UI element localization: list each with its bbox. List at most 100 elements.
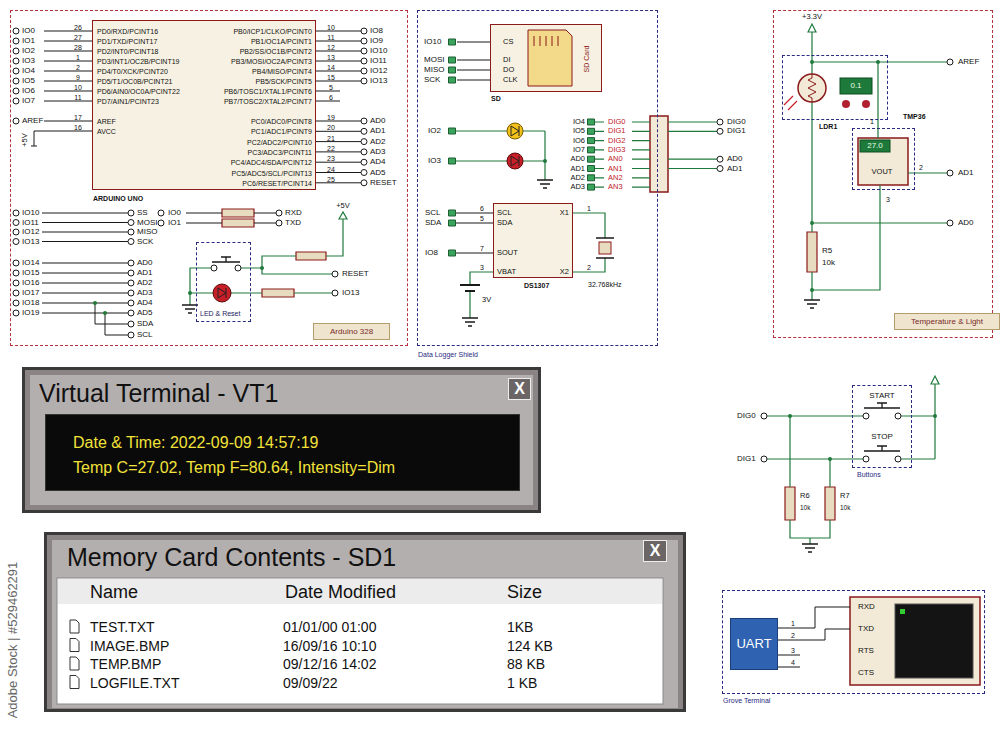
pin-label: 21	[327, 134, 335, 141]
diode-mark	[218, 126, 519, 298]
node-label: DS1307	[524, 282, 549, 290]
pin-label: MISO	[137, 228, 157, 236]
pin-label: AD0	[570, 155, 585, 163]
pin-label: Date Modified	[285, 583, 396, 601]
pin-label: R5	[822, 247, 832, 255]
pin-label: PB5/SCK/PCINT5	[256, 78, 312, 85]
pin-label: PB0/ICP1/CLKO/PCINT0	[233, 28, 312, 35]
pin-label: 1KB	[507, 620, 533, 634]
pin-label: IO13	[370, 77, 387, 85]
pin-label: IO12	[22, 228, 39, 236]
node-label: ARDUINO UNO	[93, 195, 143, 203]
pin-label: 7	[480, 245, 484, 252]
pin-label: 22	[327, 144, 335, 151]
pin-label: AD5	[370, 169, 386, 177]
pin-label: MOSI	[424, 56, 444, 64]
sensor-box: LDR1	[782, 55, 888, 120]
pin-label: 09/09/22	[283, 676, 338, 690]
pin-label: AD2	[570, 174, 585, 182]
pin-label: STOP	[871, 433, 893, 441]
pin-label: RXD	[285, 209, 302, 217]
pin-label: 01/01/00 01:00	[283, 620, 376, 634]
pin-label: DIG0	[608, 118, 626, 126]
pin-label: 09/12/16 14:02	[283, 657, 376, 671]
pin-label: TEMP.BMP	[90, 657, 161, 671]
pin-label: 5	[329, 84, 333, 91]
pin-label: PD6/AIN0/OC0A/PCINT22	[97, 88, 180, 95]
pin-label: 124 KB	[507, 639, 553, 653]
pin-label: +5V	[21, 133, 29, 147]
pin-label: IO7	[22, 97, 35, 105]
pin-label: IO3	[428, 157, 441, 165]
pin-label: IO7	[573, 146, 585, 154]
pin-label: IO2	[428, 127, 441, 135]
pin-label: AN3	[608, 183, 623, 191]
terminal-screen	[895, 604, 973, 678]
window-frame	[23, 368, 540, 512]
window-frame	[45, 533, 685, 711]
pin-label: 20	[327, 124, 335, 131]
pin-label: PC0/ADC0/PCINT8	[251, 118, 312, 125]
pin-label: IO5	[22, 77, 35, 85]
pin-label: SOUT	[497, 249, 518, 257]
pin-label: AREF	[958, 58, 979, 66]
pin-label: 19	[327, 114, 335, 121]
pin-label: IO10	[370, 47, 387, 55]
pin-label: SDA	[497, 219, 512, 227]
pin-label: 23	[327, 155, 335, 162]
node-label: Memory Card Contents - SD1	[67, 543, 396, 572]
pin-label: SCL	[497, 209, 512, 217]
pin-label: PC5/ADC5/SCL/PCINT13	[231, 169, 312, 176]
pin-label: RESET	[370, 179, 397, 187]
pin-label: IO5	[573, 128, 585, 136]
pin-label: LOGFILE.TXT	[90, 676, 179, 690]
display	[840, 78, 872, 94]
node-label: X	[514, 380, 525, 398]
pin-label: X2	[560, 268, 569, 276]
pin-label: 1	[76, 54, 80, 61]
node-label: Grove Terminal	[723, 697, 770, 705]
pin-label: PD4/T0/XCK/PCINT20	[97, 68, 168, 75]
pin-label: DI	[503, 56, 511, 64]
pin-label: RTS	[858, 647, 874, 655]
pin-label: AN0	[608, 155, 623, 163]
pin-label: IO17	[22, 289, 39, 297]
pin-label: IO11	[22, 219, 39, 227]
pin-label: 16	[74, 124, 82, 131]
node-label: TMP36	[903, 113, 926, 121]
pin-label: MISO	[424, 66, 444, 74]
pin-label: AVCC	[97, 128, 116, 135]
pin-label: IO19	[22, 309, 39, 317]
pin-label: 1	[587, 205, 591, 212]
node-label: X	[650, 542, 661, 560]
pin-label: DIG1	[727, 127, 746, 135]
pin-label: IO18	[22, 299, 39, 307]
window-body	[52, 540, 678, 708]
pin-label: 4	[791, 659, 795, 666]
pin-label: IO4	[22, 67, 35, 75]
file-list-panel	[57, 578, 663, 704]
pin-label: IO14	[22, 259, 39, 267]
pin-label: SDA	[137, 320, 153, 328]
pin-label: AD0	[370, 117, 386, 125]
pin-label: PD2/INT0/PCINT18	[97, 48, 158, 55]
pin-label: AD2	[137, 279, 153, 287]
group-box: LED & Reset	[196, 242, 251, 322]
pin-label: Size	[507, 583, 542, 601]
pin-label: 6	[480, 205, 484, 212]
pin-label: IO10	[424, 38, 441, 46]
pin-label: AN1	[608, 165, 623, 173]
pin-label: 6	[329, 94, 333, 101]
chip-body	[92, 20, 316, 190]
sd-card-symbol	[528, 30, 572, 86]
pin-label: PC3/ADC3/PCINT11	[248, 148, 312, 155]
pin-label: AD2	[370, 138, 386, 146]
node-label: UART	[736, 637, 771, 652]
pin-label: IO4	[573, 118, 585, 126]
pin-label: 2	[587, 264, 591, 271]
pin-label: 3	[791, 647, 795, 654]
pin-label: PD3/INT1/OC2B/PCINT19	[97, 58, 179, 65]
node-label: Arduino 328	[313, 323, 390, 340]
node-label: LED & Reset	[200, 310, 240, 318]
indicator	[842, 100, 850, 108]
